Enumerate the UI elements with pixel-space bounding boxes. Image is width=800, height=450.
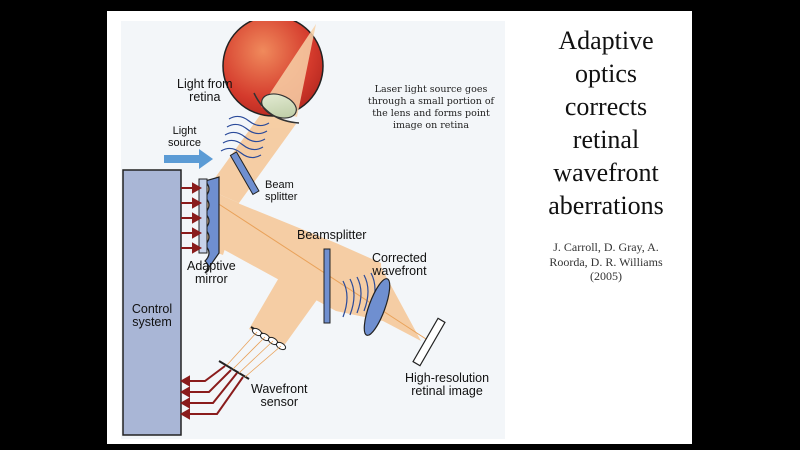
corrected-wavefronts xyxy=(342,272,376,318)
retinal-image-plate xyxy=(412,317,446,367)
label-wavefront-sensor: Wavefront sensor xyxy=(251,382,308,409)
beam-lens-to-image xyxy=(381,267,421,341)
label-beamsplitter: Beamsplitter xyxy=(297,228,367,242)
sensor-to-control-arrows xyxy=(179,365,244,420)
adaptive-mirror xyxy=(198,176,220,274)
optics-diagram xyxy=(122,21,446,436)
eye-wavefronts xyxy=(220,115,270,159)
label-control-system: Control system xyxy=(131,302,173,329)
label-light-source: Light source xyxy=(168,125,202,149)
light-source-arrow xyxy=(164,149,213,169)
bottom-strip xyxy=(107,444,692,450)
eye xyxy=(222,21,324,124)
label-corrected-wavefront: Corrected wavefront xyxy=(372,251,427,278)
control-system-box xyxy=(122,169,182,436)
focusing-lens xyxy=(363,278,391,336)
label-light-from-retina: Light from retina xyxy=(177,77,233,104)
eye-cornea xyxy=(253,92,300,124)
citation: J. Carroll, D. Gray, A. Roorda, D. R. Wi… xyxy=(549,240,663,283)
beamsplitter-main xyxy=(323,248,331,324)
slide-title: Adaptive optics corrects retinal wavefro… xyxy=(548,26,664,220)
beam-bs-to-sensor xyxy=(249,257,329,347)
label-adaptive-mirror: Adaptive mirror xyxy=(187,259,236,286)
label-beam-splitter: Beam splitter xyxy=(265,179,298,203)
wavefront-sensor xyxy=(218,326,287,380)
beam-splitter xyxy=(229,151,260,196)
control-to-mirror-arrows xyxy=(181,182,203,254)
label-high-resolution-image: High-resolution retinal image xyxy=(405,371,490,398)
source-beam-line xyxy=(210,198,427,340)
laser-note: Laser light source goes through a small … xyxy=(367,84,495,131)
diagram-panel: Light from retina Light source Beam spli… xyxy=(121,21,505,439)
